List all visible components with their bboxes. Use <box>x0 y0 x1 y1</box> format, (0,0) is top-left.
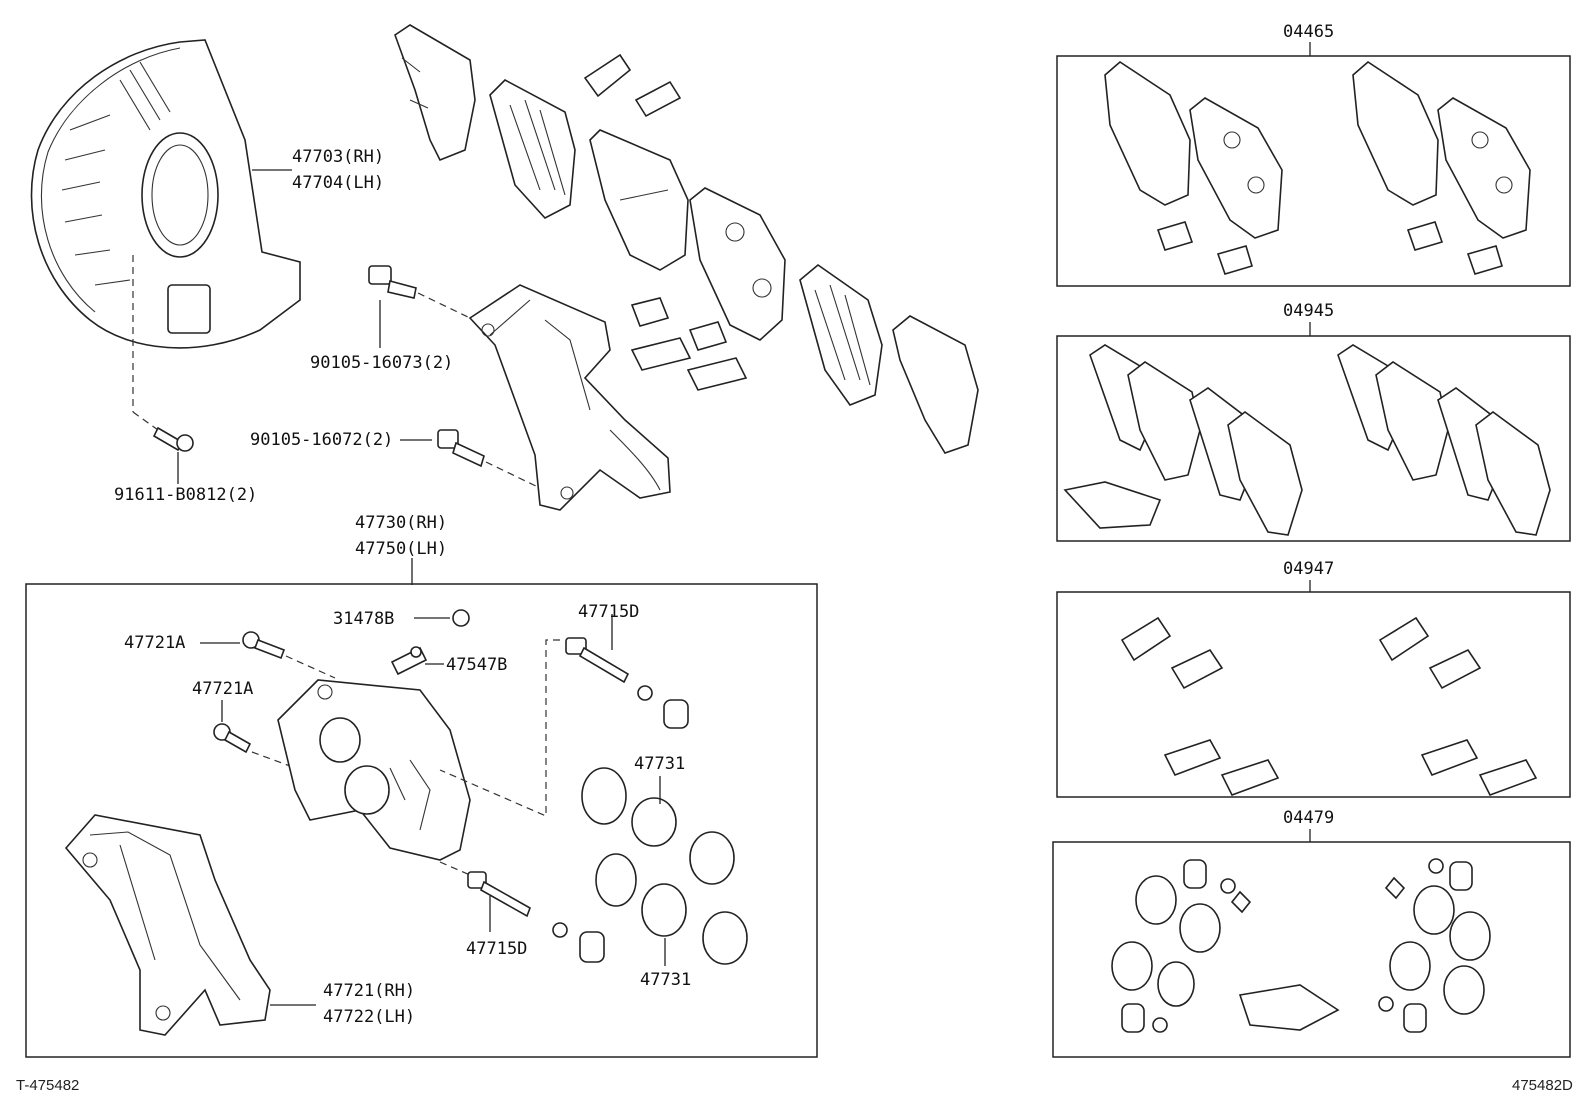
outer-shim-part[interactable] <box>394 24 476 162</box>
clip-kit-right-part[interactable] <box>1378 616 1538 796</box>
bolt-upper-part[interactable] <box>368 265 471 319</box>
seal-kit-label: 04479 <box>1283 808 1334 828</box>
bolt-upper-label: 90105-16073(2) <box>310 353 453 373</box>
upper-mount-part[interactable] <box>468 284 671 511</box>
shim-kit-frame <box>1056 335 1571 542</box>
caliper-assembly-frame <box>25 583 818 1058</box>
slide-pin-a2-label: 47721A <box>192 679 253 699</box>
seal-kit-frame <box>1052 841 1571 1058</box>
clip-kit-label: 04947 <box>1283 559 1334 579</box>
piston-upper-label: 47731 <box>634 754 685 774</box>
piston-lower-part[interactable] <box>595 853 748 965</box>
screw-part[interactable] <box>152 426 194 452</box>
slide-pin-a1-part[interactable] <box>242 631 286 660</box>
pad-kit-label: 04465 <box>1283 22 1334 42</box>
pad-kit-frame <box>1056 55 1571 287</box>
caliper-mount-part[interactable] <box>64 814 271 1036</box>
inner-shim-part[interactable] <box>799 263 883 406</box>
caliper-rh-label: 47730(RH) <box>355 513 447 533</box>
bolt-lower-label: 90105-16072(2) <box>250 430 393 450</box>
shim-plate-part[interactable] <box>489 79 576 219</box>
mount-lh-label: 47722(LH) <box>323 1007 415 1027</box>
bleeder-part[interactable] <box>390 646 428 676</box>
screw-label: 91611-B0812(2) <box>114 485 257 505</box>
guide-pin-upper-label: 47715D <box>578 602 639 622</box>
pad-kit-left-part[interactable] <box>1104 60 1283 275</box>
bleeder-label: 47547B <box>446 655 507 675</box>
dust-cover-lh-label: 47704(LH) <box>292 173 384 193</box>
slide-pin-a1-label: 47721A <box>124 633 185 653</box>
pad-clip-pair-part[interactable] <box>583 53 682 118</box>
guide-pin-lower-label: 47715D <box>466 939 527 959</box>
dust-cover-rh-label: 47703(RH) <box>292 147 384 167</box>
inner-shim-back-part[interactable] <box>892 315 979 454</box>
footer-left: T-475482 <box>16 1077 79 1094</box>
caliper-lh-label: 47750(LH) <box>355 539 447 559</box>
piston-lower-label: 47731 <box>640 970 691 990</box>
clip-kit-frame <box>1056 591 1571 798</box>
guide-pin-upper-part[interactable] <box>565 637 689 729</box>
bolt-lower-part[interactable] <box>437 429 541 489</box>
shim-kit-right-part[interactable] <box>1337 344 1551 536</box>
brake-pad-outer-part[interactable] <box>689 187 786 341</box>
mount-rh-label: 47721(RH) <box>323 981 415 1001</box>
clip-kit-left-part[interactable] <box>1120 616 1280 796</box>
pad-kit-right-part[interactable] <box>1352 60 1531 275</box>
guide-pin-lower-part[interactable] <box>467 871 605 963</box>
caliper-body-part[interactable] <box>277 679 471 861</box>
brake-pad-inner-part[interactable] <box>589 129 689 271</box>
footer-right: 475482D <box>1512 1077 1573 1094</box>
anti-squeal-clips-part[interactable] <box>630 297 748 391</box>
seal-kit-left-part[interactable] <box>1111 859 1340 1033</box>
slide-pin-a2-part[interactable] <box>213 723 252 754</box>
piston-upper-part[interactable] <box>581 767 735 885</box>
seal-kit-right-part[interactable] <box>1378 858 1491 1033</box>
shim-kit-left-part[interactable] <box>1063 344 1303 536</box>
cap-label: 31478B <box>333 609 394 629</box>
cap-part[interactable] <box>452 609 470 627</box>
shim-kit-label: 04945 <box>1283 301 1334 321</box>
dust-cover-part[interactable] <box>30 39 301 441</box>
